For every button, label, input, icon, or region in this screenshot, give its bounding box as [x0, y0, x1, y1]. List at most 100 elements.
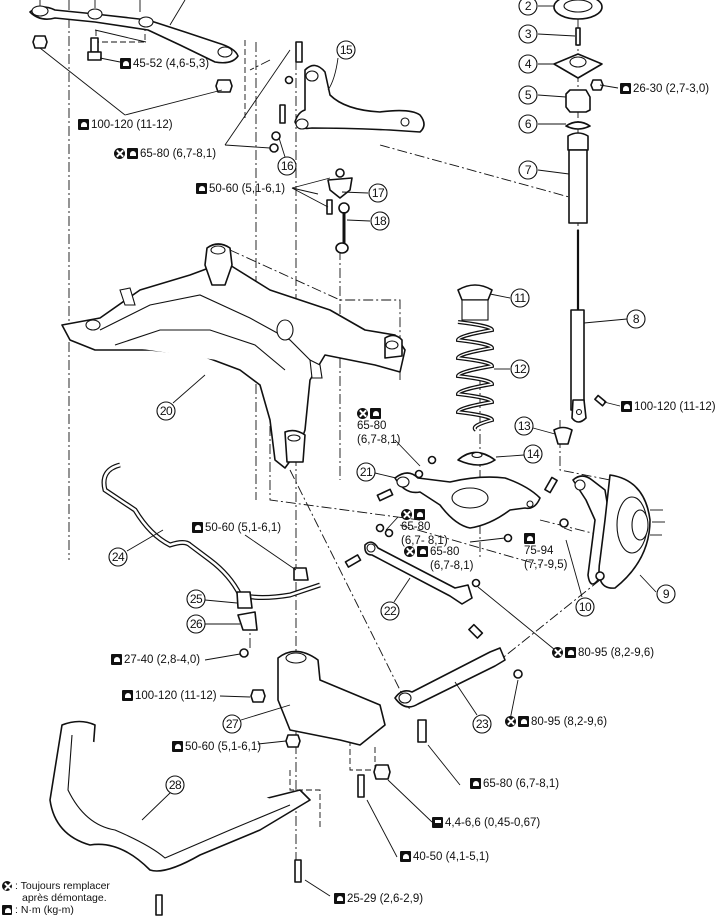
nut-icon	[373, 764, 391, 780]
callout-4-label: 4	[525, 57, 532, 71]
torque-wrench-icon	[565, 647, 576, 658]
nut-icon	[269, 143, 279, 153]
lower-arm	[376, 439, 558, 543]
callout-21	[356, 462, 376, 482]
torque-spec: 65-80 (6,7-8,1)	[404, 545, 473, 573]
torque-spec: 80-95 (8,2-9,6)	[505, 715, 607, 729]
callout-21-label: 21	[360, 465, 373, 479]
upper-spring-seat	[457, 284, 493, 301]
callout-9	[656, 584, 676, 604]
assembly-lines	[68, 0, 621, 880]
torque-spec: 65-80 (6,7-8,1)	[470, 777, 559, 791]
callout-2	[518, 0, 538, 16]
callout-17	[368, 183, 388, 203]
nut-icon	[590, 79, 604, 91]
torque-wrench-small-icon	[432, 817, 443, 828]
assembly-line	[399, 524, 541, 566]
assembly-line	[559, 420, 611, 481]
torque-spec-text: 100-120 (11-12)	[135, 690, 217, 702]
bolt-icon	[155, 894, 163, 916]
seat-washer	[565, 121, 591, 130]
replace-always-icon	[404, 546, 415, 557]
torque-spec: 100-120 (11-12)	[122, 689, 217, 703]
coil-spring	[455, 320, 495, 432]
torque-spec: 4,4-6,6 (0,45-0,67)	[432, 816, 540, 830]
legend-replace-line1: : Toujours remplacer	[15, 880, 110, 892]
callout-14	[523, 444, 543, 464]
callout-7	[518, 160, 538, 180]
callout-13	[514, 416, 534, 436]
replace-always-icon	[552, 647, 563, 658]
bolt-icon	[357, 774, 365, 798]
washer-icon	[384, 528, 394, 538]
dust-boot	[568, 149, 588, 224]
callout-12	[510, 359, 530, 379]
torque-spec: 65-80 (6,7- 8,1)	[401, 508, 448, 548]
torque-spec-text: 65-80 (6,7-8,1)	[483, 778, 560, 790]
torque-spec-text: 65-80 (6,7-8,1)	[140, 148, 217, 160]
shock-absorber	[570, 230, 607, 423]
callout-26	[186, 614, 206, 634]
torque-wrench-icon	[414, 509, 425, 520]
nut-icon	[285, 734, 301, 748]
torque-spec-text: 40-50 (4,1-5,1)	[413, 851, 490, 863]
torque-spec-text: 50-60 (5,1-6,1)	[209, 183, 286, 195]
callout-25-label: 25	[190, 592, 203, 606]
callout-24-label: 24	[112, 550, 125, 564]
nut-icon	[513, 669, 523, 679]
washer-icon	[414, 469, 424, 479]
nut-icon	[375, 523, 385, 533]
lateral-link-22	[344, 523, 481, 605]
torque-spec-text: 80-95 (8,2-9,6)	[578, 647, 655, 659]
torque-spec-text: 4,4-6,6 (0,45-0,67)	[445, 817, 541, 829]
bolt-icon	[594, 394, 607, 407]
callout-6	[518, 114, 538, 134]
nut-icon	[32, 35, 48, 49]
callout-28-label: 28	[169, 778, 182, 792]
torque-spec-text: 80-95 (8,2-9,6)	[531, 716, 608, 728]
bump-stopper	[553, 426, 573, 445]
differential-mount	[250, 650, 391, 883]
nut-icon	[284, 75, 294, 85]
rear-crossmember	[61, 243, 406, 469]
legend-replace-line2: après démontage.	[22, 892, 107, 904]
torque-wrench-icon	[470, 778, 481, 789]
torque-spec-text: 45-52 (4,6-5,3)	[133, 58, 210, 70]
bolt-icon	[468, 623, 484, 639]
bolt-icon	[90, 37, 99, 53]
torque-spec-text: 75-94 (7,7-9,5)	[524, 545, 568, 571]
torque-wrench-icon	[111, 654, 122, 665]
torque-spec-text: 25-29 (2,6-2,9)	[347, 893, 424, 905]
bracket-17	[327, 177, 353, 199]
callout-10	[575, 597, 595, 617]
callout-15-label: 15	[340, 43, 353, 57]
torque-spec: 65-80 (6,7-8,1)	[114, 147, 216, 161]
nut-icon	[239, 648, 249, 658]
torque-wrench-icon	[370, 408, 381, 419]
torque-wrench-icon	[122, 690, 133, 701]
torque-spec-text: 50-60 (5,1-6,1)	[205, 522, 282, 534]
torque-spec: 50-60 (5,1-6,1)	[192, 521, 281, 535]
bolt-icon	[279, 104, 286, 124]
callout-18	[370, 211, 390, 231]
callout-15	[336, 40, 356, 60]
legend-replace-text: : Toujours remplacer après démontage.	[15, 880, 110, 904]
bolt-icon	[544, 476, 558, 494]
bump-stop-nut	[565, 89, 591, 113]
torque-wrench-icon	[2, 905, 12, 915]
lower-spring-seat	[457, 451, 496, 466]
torque-spec: 50-60 (5,1-6,1)	[172, 740, 261, 754]
torque-wrench-icon	[400, 851, 411, 862]
callout-4	[518, 54, 538, 74]
replace-always-icon	[2, 881, 12, 891]
torque-wrench-icon	[78, 119, 89, 130]
stabilizer-bar	[101, 462, 321, 658]
callout-22-label: 22	[384, 604, 397, 618]
torque-spec-text: 65-80 (6,7- 8,1)	[401, 521, 448, 547]
callout-23-label: 23	[476, 717, 489, 731]
torque-spec: 26-30 (2,7-3,0)	[620, 82, 709, 96]
crossmember-mount	[204, 243, 233, 286]
torque-spec: 25-29 (2,6-2,9)	[334, 892, 423, 906]
torque-spec: 75-94 (7,7-9,5)	[524, 532, 567, 572]
upper-arm	[224, 41, 425, 153]
